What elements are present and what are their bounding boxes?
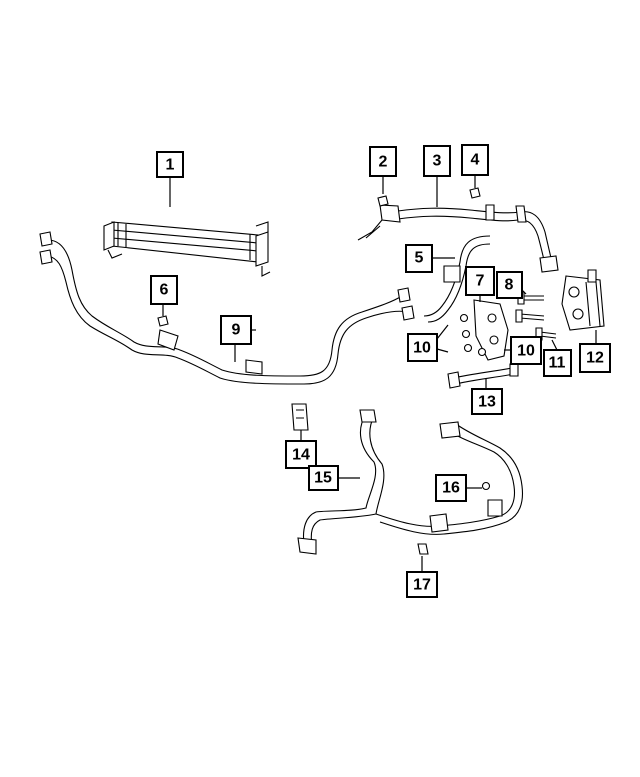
- callout-15: 15: [308, 465, 339, 491]
- callout-3: 3: [423, 145, 451, 177]
- connector: [291, 403, 309, 431]
- callout-label: 17: [413, 577, 431, 594]
- callout-label: 2: [379, 154, 388, 171]
- callout-1: 1: [156, 151, 184, 178]
- tube: [447, 363, 519, 389]
- callout-5: 5: [405, 244, 433, 273]
- callout-label: 10: [413, 340, 431, 357]
- callout-label: 5: [415, 250, 424, 267]
- callout-label: 6: [160, 282, 169, 299]
- callout-label: 13: [478, 394, 496, 411]
- bracket: [473, 299, 509, 361]
- callout-4: 4: [461, 144, 489, 176]
- callout-11: 11: [543, 349, 572, 377]
- nut: [469, 187, 481, 199]
- bolt: [377, 195, 389, 207]
- callout-label: 7: [476, 273, 485, 290]
- oil-cooler-thermostat-housing: [561, 269, 605, 331]
- callout-label: 11: [549, 355, 566, 372]
- callout-13: 13: [471, 388, 503, 415]
- callout-8: 8: [496, 271, 523, 299]
- nut: [481, 481, 491, 491]
- callout-7: 7: [465, 266, 495, 296]
- bolt: [515, 291, 557, 341]
- callout-2: 2: [369, 146, 397, 177]
- callout-12: 12: [579, 343, 611, 373]
- transmission-oil-cooler: [103, 221, 271, 277]
- callout-label: 9: [232, 322, 241, 339]
- nuts: [459, 313, 487, 357]
- cooler-line-upper: [357, 204, 559, 273]
- callout-17: 17: [406, 571, 438, 598]
- cooler-lines-lower: [297, 409, 524, 555]
- callout-9: 9: [220, 315, 252, 345]
- nut: [157, 315, 169, 327]
- callout-10-left: 10: [407, 333, 438, 362]
- callout-label: 3: [433, 153, 442, 170]
- callout-label: 15: [314, 470, 332, 487]
- clip: [417, 543, 429, 555]
- callout-14: 14: [285, 440, 317, 469]
- callout-label: 1: [166, 157, 175, 174]
- callout-label: 12: [586, 350, 604, 367]
- callout-label: 14: [292, 447, 310, 464]
- callout-label: 4: [471, 152, 480, 169]
- callout-label: 16: [442, 480, 460, 497]
- callout-10-right: 10: [510, 336, 542, 365]
- callout-16: 16: [435, 474, 467, 502]
- callout-6: 6: [150, 275, 178, 305]
- callout-label: 8: [505, 277, 514, 294]
- cooler-lines-long: [39, 231, 415, 385]
- oil-cooler-tube: [423, 235, 491, 323]
- callout-label: 10: [517, 343, 535, 360]
